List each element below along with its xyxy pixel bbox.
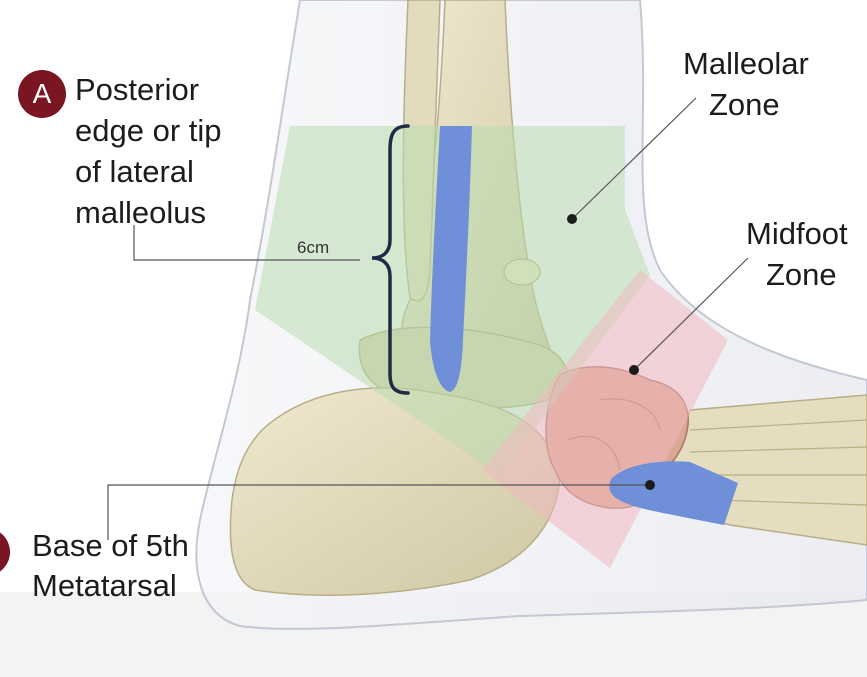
malleolar-label-line1: Malleolar [683, 44, 809, 84]
metatarsal-label-line2: Metatarsal [32, 566, 177, 606]
posterior-label-line3: of lateral [75, 152, 194, 192]
posterior-label-line1: Posterior [75, 70, 199, 110]
midfoot-pointer-dot [629, 365, 639, 375]
posterior-label-line2: edge or tip [75, 111, 222, 151]
metatarsal-pointer-dot [645, 480, 655, 490]
midfoot-label-line2: Zone [766, 255, 837, 295]
malleolar-pointer-dot [567, 214, 577, 224]
posterior-label-line4: malleolus [75, 193, 206, 233]
metatarsal-label-line1: Base of 5th [32, 526, 189, 566]
distance-label: 6cm [297, 238, 329, 258]
midfoot-label-line1: Midfoot [746, 214, 848, 254]
malleolar-label-line2: Zone [709, 85, 780, 125]
badge-a: A [18, 70, 66, 118]
